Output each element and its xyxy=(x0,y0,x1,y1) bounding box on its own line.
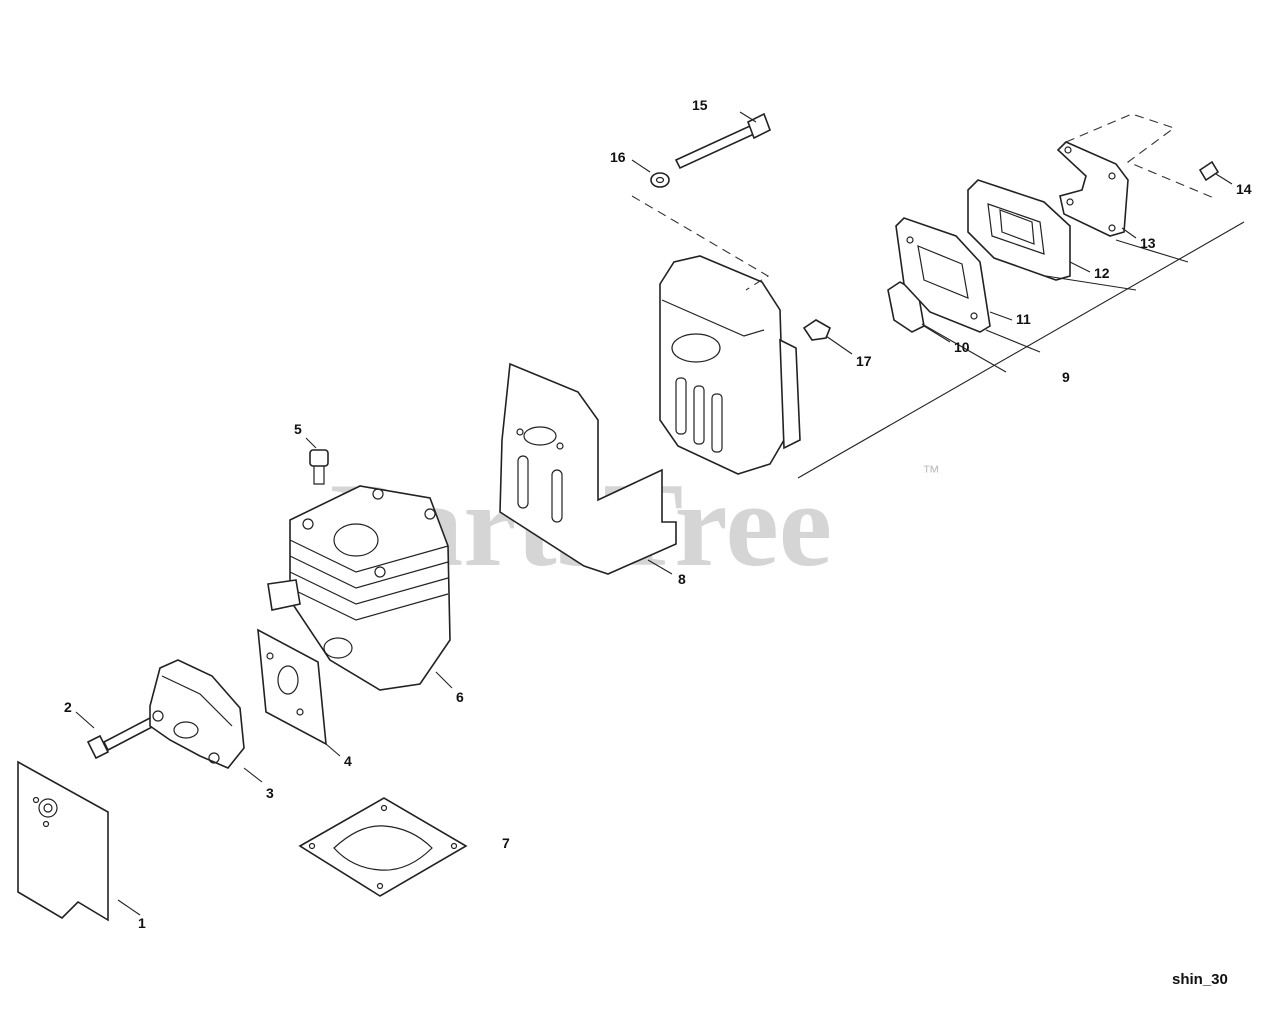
part-3-intake-adapter xyxy=(149,659,263,783)
part-8-muffler-shield xyxy=(499,362,677,575)
callout-8: 8 xyxy=(678,571,686,587)
callout-15: 15 xyxy=(692,97,708,113)
leader-line xyxy=(985,329,1041,353)
part-2-bolt xyxy=(75,711,156,760)
part-4-intake-gasket xyxy=(257,628,341,757)
callouts: 1 2 3 4 5 6 7 8 9 10 11 12 13 14 15 16 1… xyxy=(64,97,1252,931)
callout-5: 5 xyxy=(294,421,302,437)
callout-13: 13 xyxy=(1140,235,1156,251)
callout-17: 17 xyxy=(856,353,872,369)
part-5-screw xyxy=(305,437,329,485)
part-14-screw xyxy=(1198,160,1233,185)
part-17-screw xyxy=(802,319,853,355)
alignment-line xyxy=(1065,113,1215,199)
callout-3: 3 xyxy=(266,785,274,801)
callout-6: 6 xyxy=(456,689,464,705)
callout-16: 16 xyxy=(610,149,626,165)
callout-12: 12 xyxy=(1094,265,1110,281)
part-16-washer xyxy=(631,159,670,188)
watermark-trademark: ™ xyxy=(922,462,940,482)
part-13-bracket xyxy=(1056,141,1137,239)
part-12-plate xyxy=(967,179,1091,281)
part-11-muffler-gasket xyxy=(895,217,1013,333)
callout-10: 10 xyxy=(954,339,970,355)
callout-9: 9 xyxy=(1062,369,1070,385)
callout-14: 14 xyxy=(1236,181,1252,197)
part-1-insulator-plate xyxy=(17,760,141,922)
alignment-line xyxy=(631,195,770,291)
part-15-long-bolt xyxy=(674,111,772,170)
part-6-cylinder xyxy=(267,485,453,691)
leader-line xyxy=(921,323,1007,373)
callout-4: 4 xyxy=(344,753,352,769)
leader-line xyxy=(1045,275,1137,291)
leader-line xyxy=(1115,239,1189,263)
callout-11: 11 xyxy=(1016,311,1031,327)
callout-2: 2 xyxy=(64,699,72,715)
figure-reference: shin_30 xyxy=(1172,971,1228,988)
part-7-base-gasket xyxy=(298,797,468,897)
callout-1: 1 xyxy=(138,915,146,931)
callout-7: 7 xyxy=(502,835,510,851)
part-9-muffler-assembly xyxy=(659,221,1245,479)
